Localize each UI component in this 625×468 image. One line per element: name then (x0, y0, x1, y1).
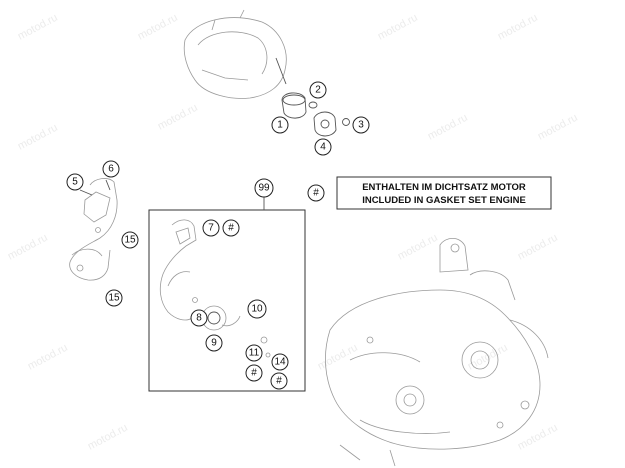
watermark: motod.ru (16, 12, 60, 43)
watermark-layer: motod.ru motod.ru motod.ru motod.ru moto… (6, 12, 580, 453)
watermark: motod.ru (16, 122, 60, 153)
svg-text:11: 11 (249, 348, 260, 359)
watermark: motod.ru (536, 112, 580, 143)
kit-99-frame (148, 209, 306, 392)
callout-11: 11 (245, 344, 263, 362)
svg-text:9: 9 (211, 338, 217, 349)
legend-line-german: ENTHALTEN IM DICHTSATZ MOTOR (362, 182, 526, 193)
svg-text:99: 99 (258, 183, 270, 194)
callout-10: 10 (247, 299, 267, 319)
legend-hash-marker: # (307, 184, 325, 202)
watermark: motod.ru (6, 232, 50, 263)
left-cover-part (69, 178, 118, 281)
kit-cover-part (159, 219, 271, 358)
callout-5: 5 (66, 173, 84, 191)
watermark: motod.ru (376, 12, 420, 43)
watermark: motod.ru (316, 342, 360, 373)
callout-15-lower: 15 (105, 289, 123, 307)
callout-1: 1 (271, 116, 289, 134)
svg-text:3: 3 (358, 120, 364, 131)
thermostat-assembly (281, 92, 350, 137)
legend-line-english: INCLUDED IN GASKET SET ENGINE (362, 195, 526, 206)
callout-3: 3 (352, 116, 370, 134)
callout-2: 2 (309, 81, 327, 99)
svg-text:#: # (251, 368, 257, 379)
svg-text:4: 4 (320, 142, 326, 153)
svg-text:14: 14 (274, 357, 286, 368)
svg-text:15: 15 (124, 235, 136, 246)
svg-text:6: 6 (108, 164, 114, 175)
svg-text:#: # (313, 188, 319, 199)
watermark: motod.ru (86, 422, 130, 453)
callout-hash-2: # (245, 364, 263, 382)
watermark: motod.ru (516, 232, 560, 263)
callout-8: 8 (190, 309, 208, 327)
legend: # ENTHALTEN IM DICHTSATZ MOTOR INCLUDED … (307, 176, 552, 210)
svg-text:#: # (228, 223, 234, 234)
callout-hash-3: # (270, 372, 288, 390)
watermark: motod.ru (496, 12, 540, 43)
engine-block-outline (325, 237, 549, 467)
callout-6: 6 (102, 160, 120, 178)
svg-text:8: 8 (196, 313, 202, 324)
svg-text:2: 2 (315, 85, 321, 96)
svg-text:10: 10 (251, 304, 263, 315)
watermark: motod.ru (156, 102, 200, 133)
svg-text:15: 15 (108, 293, 120, 304)
svg-text:1: 1 (277, 120, 283, 131)
svg-text:5: 5 (72, 177, 78, 188)
callout-hash-1: # (222, 219, 240, 237)
callout-9: 9 (205, 334, 223, 352)
callout-14: 14 (271, 353, 289, 371)
engine-top-outline (183, 9, 287, 99)
watermark: motod.ru (426, 112, 470, 143)
legend-box (336, 176, 552, 210)
watermark: motod.ru (396, 232, 440, 263)
callout-99: 99 (254, 178, 274, 198)
callout-15-upper: 15 (121, 231, 139, 249)
svg-text:7: 7 (208, 223, 214, 234)
watermark: motod.ru (136, 12, 180, 43)
watermark: motod.ru (26, 342, 70, 373)
callout-4: 4 (314, 138, 332, 156)
watermark: motod.ru (466, 342, 510, 373)
svg-text:#: # (276, 376, 282, 387)
callout-7: 7 (202, 219, 220, 237)
